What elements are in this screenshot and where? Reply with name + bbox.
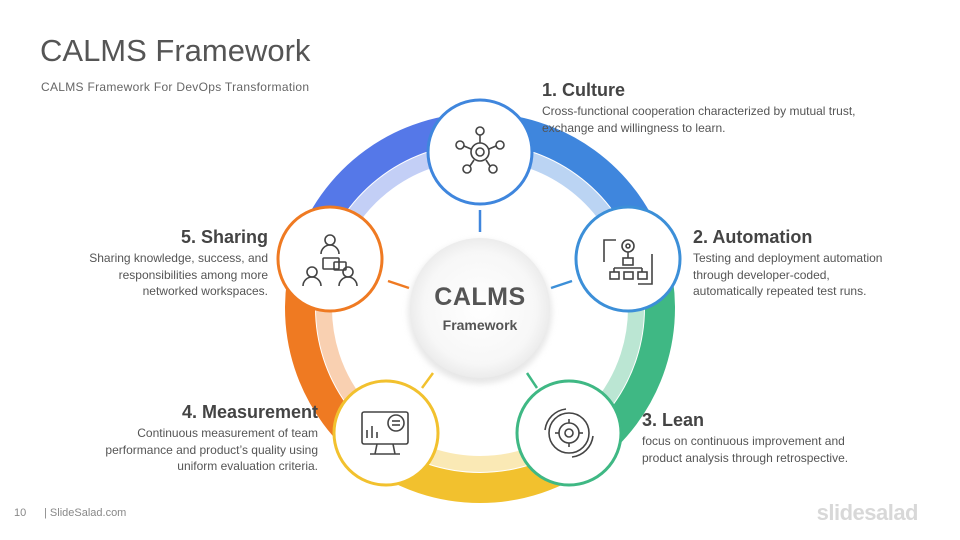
gear-cycle-icon xyxy=(544,408,594,458)
sharing-desc: Sharing knowledge, success, and responsi… xyxy=(89,251,268,298)
lean-title: 3. Lean xyxy=(642,410,705,430)
monitor-chart-icon xyxy=(361,411,409,455)
page-subtitle: CALMS Framework For DevOps Transformatio… xyxy=(41,80,310,94)
automation-flow-icon xyxy=(603,239,653,285)
sharing-title: 5. Sharing xyxy=(180,227,268,247)
page-title: CALMS Framework xyxy=(40,33,311,68)
center-title: CALMS xyxy=(434,283,526,311)
center-subtitle: Framework xyxy=(442,317,518,333)
people-chat-icon xyxy=(302,234,358,287)
brand-logo: slidesalad xyxy=(816,500,919,525)
measurement-desc: Continuous measurement of team performan… xyxy=(105,426,318,473)
node-sharing[interactable] xyxy=(276,205,384,313)
node-automation[interactable] xyxy=(574,205,682,313)
automation-title: 2. Automation xyxy=(693,227,813,247)
team-gear-icon xyxy=(455,126,505,174)
node-measurement[interactable] xyxy=(332,379,440,487)
automation-desc: Testing and deployment automation throug… xyxy=(693,251,883,298)
footer-source: | SlideSalad.com xyxy=(44,507,127,519)
culture-desc: Cross-functional cooperation characteriz… xyxy=(542,104,856,135)
page-number: 10 xyxy=(14,507,27,519)
node-lean[interactable] xyxy=(515,379,623,487)
culture-title: 1. Culture xyxy=(542,80,626,100)
node-culture[interactable] xyxy=(426,98,534,206)
spokes xyxy=(387,210,573,389)
lean-desc: focus on continuous improvement and prod… xyxy=(642,434,849,465)
center-circle xyxy=(410,238,550,378)
measurement-title: 4. Measurement xyxy=(181,402,318,422)
